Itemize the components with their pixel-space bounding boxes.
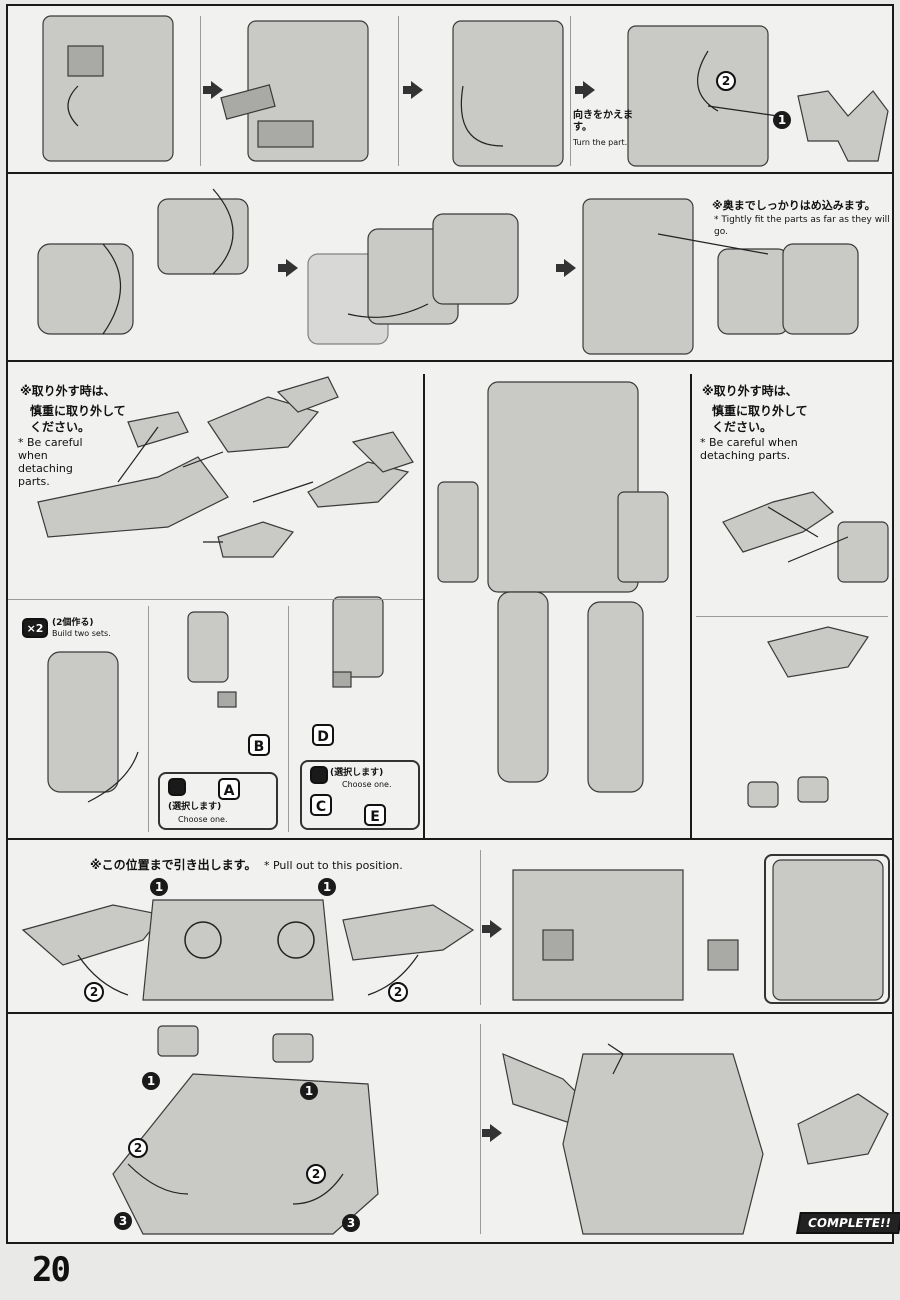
option-b-label: B [248, 734, 270, 756]
step-badge: 2 [306, 1164, 326, 1184]
detach-right-en: * Be careful when detaching parts. [700, 436, 798, 462]
choose-left-jp: (選択します) [168, 802, 222, 812]
divider [148, 606, 149, 832]
divider [480, 1024, 481, 1234]
divider [570, 16, 571, 166]
fit-parts-note-en: * Tightly fit the parts as far as they w… [714, 215, 890, 237]
robot-torso-illustration [42, 15, 889, 167]
instruction-sheet: 向きをかえます。 Turn the part. 2 1 [6, 4, 894, 1244]
step-arrow [482, 1124, 502, 1142]
step-badge: 2 [388, 982, 408, 1002]
step-arrow [575, 81, 595, 99]
step-badge: 1 [318, 878, 336, 896]
step-badge: 1 [142, 1072, 160, 1090]
sword-assembly-illustration [37, 188, 859, 355]
step-badge: 1 [300, 1082, 318, 1100]
detach-right-jp-1: ※取り外す時は、 [702, 384, 798, 398]
complete-badge: COMPLETE!! [796, 1212, 900, 1234]
step-badge: 1 [773, 111, 791, 129]
choose-right-en: Choose one. [342, 780, 392, 789]
turn-part-note-jp: 向きをかえます。 [573, 110, 633, 133]
divider [398, 16, 399, 166]
weapon-detach-illustration [37, 376, 889, 808]
step-row-3: ※取り外す時は、 慎重に取り外して ください。 * Be careful whe… [8, 362, 892, 840]
divider [200, 16, 201, 166]
option-a-label: A [218, 778, 240, 800]
build-two-jp: (2個作る) [52, 618, 94, 628]
detach-right-jp-2: 慎重に取り外して [712, 404, 808, 418]
divider [288, 606, 289, 832]
step-badge: 3 [342, 1214, 360, 1232]
build-two-en: Build two sets. [52, 629, 111, 638]
step-arrow [556, 259, 576, 277]
step-arrow [403, 81, 423, 99]
detach-left-jp-2: 慎重に取り外して [30, 404, 126, 418]
step-arrow [482, 920, 502, 938]
step-row-4: ※この位置まで引き出します。 * Pull out to this positi… [8, 840, 892, 1014]
divider [423, 374, 425, 840]
build-two-multiplier: ×2 [22, 618, 48, 638]
divider [8, 599, 423, 600]
option-icon [168, 778, 186, 796]
step-arrow [203, 81, 223, 99]
detach-left-jp-1: ※取り外す時は、 [20, 384, 116, 398]
page-number: 20 [32, 1250, 71, 1290]
divider [480, 850, 481, 1005]
option-e-label: E [364, 804, 386, 826]
pull-out-note-en: * Pull out to this position. [264, 859, 403, 872]
option-icon [310, 766, 328, 784]
divider [690, 374, 692, 840]
fit-parts-note-jp: ※奥までしっかりはめ込みます。 [712, 199, 876, 212]
step-row-5: 1 1 2 2 3 3 [8, 1014, 892, 1242]
step-badge: 3 [114, 1212, 132, 1230]
step-badge: 2 [84, 982, 104, 1002]
detail-inset [764, 854, 890, 1004]
detach-left-en: * Be careful when detaching parts. [18, 436, 83, 488]
option-box-left [158, 772, 278, 830]
detach-left-jp-3: ください。 [30, 420, 91, 434]
step-badge: 1 [150, 878, 168, 896]
step-arrow [278, 259, 298, 277]
detach-right-jp-3: ください。 [712, 420, 773, 434]
option-c-label: C [310, 794, 332, 816]
pull-out-note-jp: ※この位置まで引き出します。 [90, 858, 257, 872]
final-assembly-illustration [112, 1025, 889, 1235]
turn-part-note-en: Turn the part. [573, 138, 628, 147]
step-row-2: ※奥までしっかりはめ込みます。 * Tightly fit the parts … [8, 174, 892, 362]
choose-left-en: Choose one. [178, 815, 228, 824]
step-badge: 2 [128, 1138, 148, 1158]
option-box-right [300, 760, 420, 830]
wing-extend-illustration [21, 859, 884, 1001]
choose-right-jp: (選択します) [330, 768, 384, 778]
step-row-1: 向きをかえます。 Turn the part. 2 1 [8, 6, 892, 174]
step-badge: 2 [716, 71, 736, 91]
divider [696, 616, 888, 617]
option-d-label: D [312, 724, 334, 746]
